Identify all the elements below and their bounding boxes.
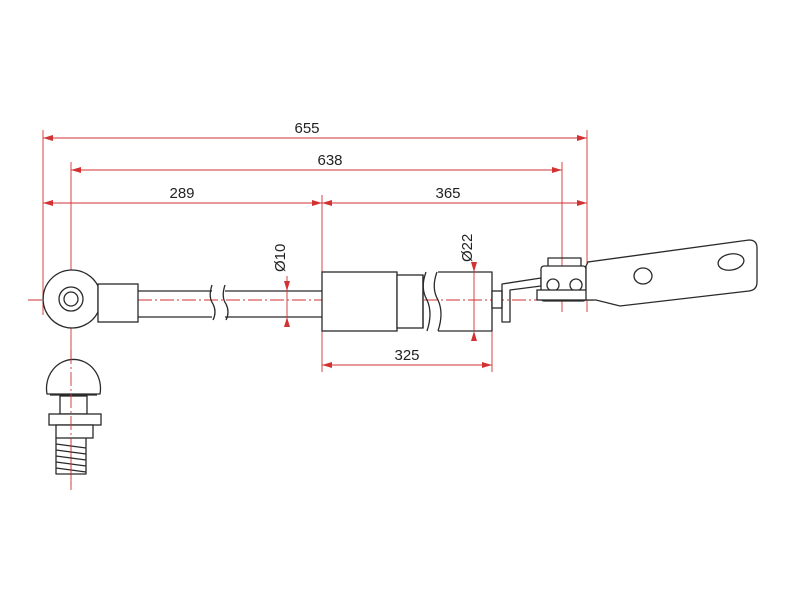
dimension-body-length: 325 bbox=[322, 347, 492, 368]
ball-joint-eye bbox=[42, 269, 139, 329]
body-diameter-callout: Ø22 bbox=[459, 234, 477, 341]
rod-diameter-callout: Ø10 bbox=[272, 244, 290, 327]
ball-stud bbox=[45, 350, 102, 490]
length-to-bracket-label: 638 bbox=[317, 152, 342, 169]
rod-diameter-label: Ø10 bbox=[272, 244, 289, 272]
cylinder-length-label: 365 bbox=[435, 185, 460, 202]
mounting-bracket bbox=[491, 239, 758, 323]
piston-rod bbox=[138, 284, 322, 321]
dimension-overall-length: 655 bbox=[43, 120, 587, 141]
dimension-length-to-bracket: 638 bbox=[71, 152, 562, 173]
cylinder-body bbox=[321, 271, 493, 332]
rod-length-label: 289 bbox=[169, 185, 194, 202]
overall-length-label: 655 bbox=[294, 120, 319, 137]
dimension-rod-and-cylinder: 289 365 bbox=[43, 185, 587, 206]
body-diameter-label: Ø22 bbox=[459, 234, 476, 262]
body-length-label: 325 bbox=[394, 347, 419, 364]
